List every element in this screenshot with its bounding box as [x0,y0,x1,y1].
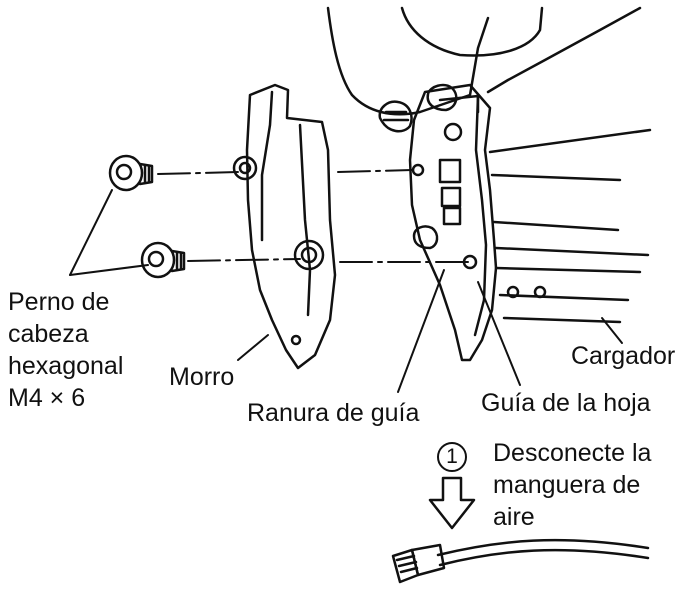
step-number-badge: 1 [437,442,467,472]
step-instruction: Desconecte la manguera de aire [493,437,651,533]
air-hose-icon [391,538,650,584]
tool-body [326,6,642,116]
knob-bolts [378,83,458,250]
guide-groove-label: Ranura de guía [247,399,420,427]
blade-guide-body [408,83,498,362]
alignment-lines [157,169,469,263]
nose-label: Morro [169,363,235,391]
hex-bolt-icon [108,154,186,279]
blade-guide-label: Guía de la hoja [481,389,651,417]
nose-piece [232,83,337,370]
magazine-label: Cargador [571,342,676,370]
step-instruction-line: aire [493,503,535,531]
magazine [488,128,652,324]
bolt-label-line: Perno de [8,288,110,316]
bolt-label-line: M4 × 6 [8,384,86,412]
down-arrow-icon [428,476,476,530]
bolt-label: Perno de cabeza hexagonal M4 × 6 [8,286,123,414]
bolt-label-line: hexagonal [8,352,124,380]
leader-lines [69,189,623,393]
bolt-label-line: cabeza [8,320,89,348]
step-instruction-line: Desconecte la [493,439,652,467]
step-instruction-line: manguera de [493,471,641,499]
